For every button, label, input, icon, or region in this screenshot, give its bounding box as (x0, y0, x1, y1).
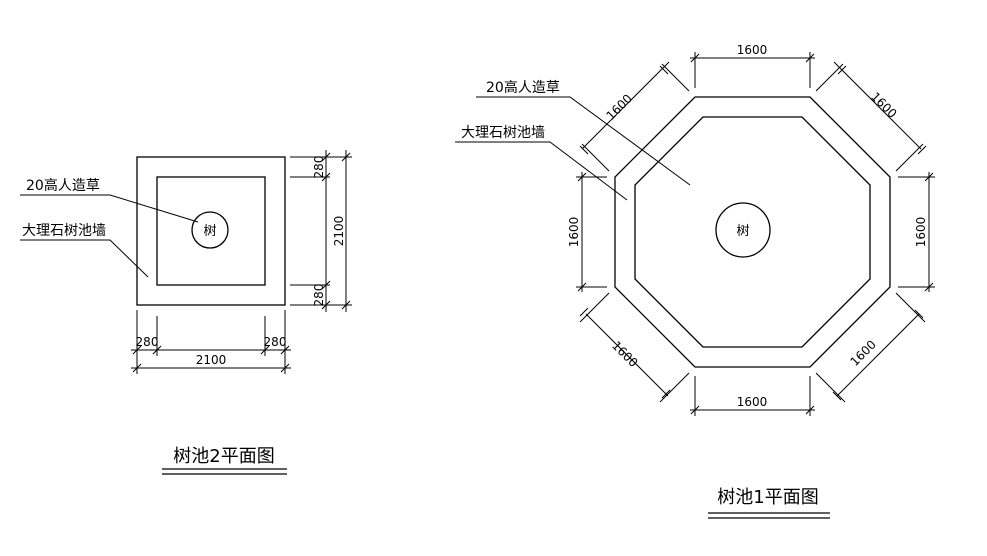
pool1-dim-upper-right: 1600 (868, 89, 899, 120)
pool1-dim-upper-left: 1600 (603, 91, 634, 122)
pool1-title: 树池1平面图 (717, 487, 818, 508)
pool2-outer-wall (136, 156, 286, 306)
pool2-dim-wall-left: 280 (136, 335, 159, 349)
pool2-wall-leader (20, 239, 149, 278)
pool1-dim-lower-left (579, 292, 690, 403)
pool1-dim-lower-right: 1600 (847, 337, 878, 368)
pool1-dim-upper-right (815, 61, 927, 172)
pool2-dim-wall-top: 280 (312, 156, 326, 179)
pool1-dim-right: 1600 (914, 217, 928, 248)
tree-pool-2-plan: 树 20高人造草 大理石树池墙 280 2100 280 (20, 150, 352, 475)
pool1-dim-left: 1600 (567, 217, 581, 248)
pool1-inner-wall (634, 116, 871, 348)
pool2-dim-bottom (131, 310, 291, 374)
pool1-wall-label: 大理石树池墙 (461, 125, 545, 141)
pool2-grass-label: 20高人造草 (26, 177, 100, 194)
pool2-dim-wall-bottom: 280 (312, 284, 326, 307)
pool2-dim-total-v: 2100 (332, 216, 346, 247)
pool1-wall-leader (455, 141, 628, 201)
pool1-dim-left (576, 172, 607, 292)
pool1-dim-bottom: 1600 (737, 395, 768, 409)
pool1-dim-right (898, 172, 935, 292)
pool1-tree-label: 树 (736, 224, 749, 239)
pool2-dim-wall-right: 280 (264, 335, 287, 349)
pool2-grass-leader (20, 194, 199, 223)
pool2-tree-circle (191, 211, 229, 249)
pool1-dim-top (690, 52, 815, 88)
pool1-dim-upper-left (579, 61, 690, 172)
pool1-grass-leader (476, 96, 691, 186)
pool2-dim-total-h: 2100 (196, 353, 227, 367)
pool1-grass-label: 20高人造草 (486, 79, 560, 96)
pool1-dim-top: 1600 (737, 43, 768, 57)
pool1-dim-bottom (690, 376, 815, 416)
pool2-title: 树池2平面图 (173, 446, 274, 467)
pool1-outer-wall (614, 96, 891, 368)
pool1-tree-circle (715, 202, 771, 258)
pool2-tree-label: 树 (203, 224, 216, 239)
pool2-wall-label: 大理石树池墙 (22, 223, 106, 239)
pool2-inner-wall (156, 176, 266, 286)
tree-pool-1-plan: 树 20高人造草 大理石树池墙 1600 1600 (455, 43, 935, 519)
pool1-dim-lower-right (815, 292, 926, 403)
pool2-dim-right (290, 150, 352, 312)
pool1-dim-lower-left: 1600 (609, 338, 640, 369)
